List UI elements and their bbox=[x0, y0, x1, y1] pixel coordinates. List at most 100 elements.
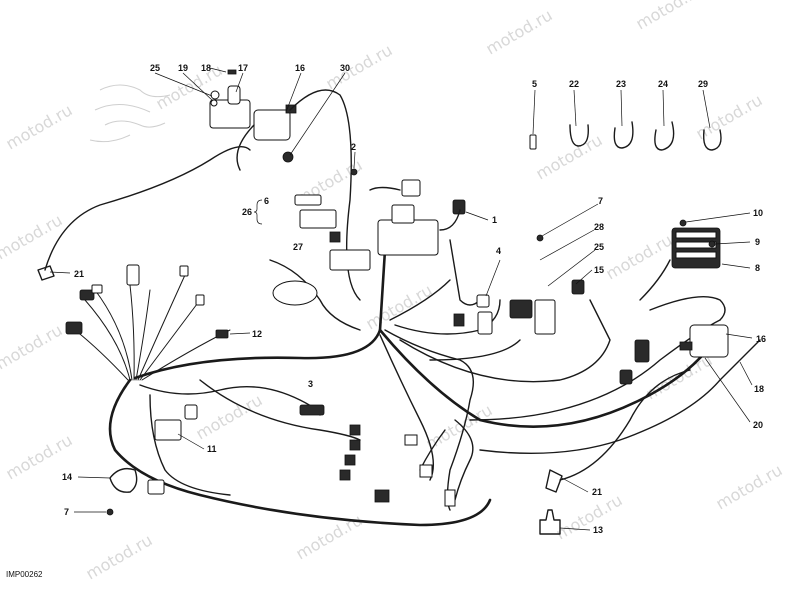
connector bbox=[79, 289, 95, 301]
watermark: motod.ru bbox=[713, 460, 786, 513]
connector bbox=[65, 321, 83, 335]
watermark: motod.ru bbox=[0, 320, 66, 373]
fuse-5 bbox=[529, 134, 537, 150]
watermark: motod.ru bbox=[533, 130, 606, 183]
relay bbox=[391, 204, 415, 224]
callout-19: 19 bbox=[178, 63, 188, 73]
regulator-fin bbox=[675, 231, 717, 239]
callout-12: 12 bbox=[252, 329, 262, 339]
harness-branch bbox=[479, 339, 761, 455]
connector bbox=[404, 434, 418, 446]
spark-plug-13 bbox=[539, 509, 561, 535]
watermark: motod.ru bbox=[553, 490, 626, 543]
connector bbox=[184, 404, 198, 420]
callout-28: 28 bbox=[594, 222, 604, 232]
regulator-fin bbox=[675, 251, 717, 259]
watermark: motod.ru bbox=[633, 0, 706, 33]
harness-branch bbox=[149, 394, 231, 496]
callout-14: 14 bbox=[62, 472, 72, 482]
connector bbox=[126, 264, 140, 286]
callout-21: 21 bbox=[592, 487, 602, 497]
connector bbox=[339, 469, 351, 481]
callout-18: 18 bbox=[754, 384, 764, 394]
connector bbox=[215, 329, 229, 339]
callout-labels: 25 19 18 17 16 30 5 22 23 24 29 2 7 1 6 … bbox=[62, 63, 766, 535]
starter-relay-leads bbox=[269, 259, 361, 331]
callout-26: 26 bbox=[242, 207, 252, 217]
callout-24: 24 bbox=[658, 79, 668, 89]
screw-9 bbox=[708, 240, 716, 248]
callout-25: 25 bbox=[594, 242, 604, 252]
callout-4: 4 bbox=[496, 246, 501, 256]
watermark: motod.ru bbox=[0, 210, 66, 263]
connector bbox=[634, 339, 650, 363]
callout-3: 3 bbox=[308, 379, 313, 389]
regulator-fin bbox=[675, 241, 717, 249]
callout-20: 20 bbox=[753, 420, 763, 430]
screw-10 bbox=[679, 219, 687, 227]
connector bbox=[344, 454, 356, 466]
callout-30: 30 bbox=[340, 63, 350, 73]
starter-motor-sketch bbox=[272, 280, 318, 306]
callout-22: 22 bbox=[569, 79, 579, 89]
watermark: motod.ru bbox=[363, 280, 436, 333]
harness-branch bbox=[384, 329, 474, 511]
group-bracket-26 bbox=[253, 199, 263, 225]
callout-1: 1 bbox=[492, 215, 497, 225]
harness-branch bbox=[639, 259, 671, 301]
callout-13: 13 bbox=[593, 525, 603, 535]
callout-7: 7 bbox=[64, 507, 69, 517]
connector bbox=[349, 424, 361, 436]
horn-14 bbox=[109, 467, 138, 493]
callout-16: 16 bbox=[295, 63, 305, 73]
connector bbox=[195, 294, 205, 306]
plug-21-boot bbox=[545, 469, 563, 493]
fuse-box-assembly bbox=[269, 168, 481, 331]
watermark: motod.ru bbox=[83, 530, 156, 583]
watermark: motod.ru bbox=[483, 5, 556, 58]
right-components bbox=[453, 219, 729, 535]
connector bbox=[477, 311, 493, 335]
coil-terminal bbox=[679, 341, 693, 351]
callout-11: 11 bbox=[207, 444, 217, 454]
connector bbox=[374, 489, 390, 503]
callout-23: 23 bbox=[616, 79, 626, 89]
callout-7: 7 bbox=[598, 196, 603, 206]
harness-branch bbox=[379, 334, 435, 481]
cable-clip-22 bbox=[569, 124, 589, 147]
watermark: motod.ru bbox=[323, 40, 396, 93]
callout-9: 9 bbox=[755, 237, 760, 247]
cable-clip-24 bbox=[654, 121, 675, 151]
callout-21: 21 bbox=[74, 269, 84, 279]
harness-branch bbox=[399, 299, 611, 383]
callout-6: 6 bbox=[264, 196, 269, 206]
connector bbox=[91, 284, 103, 294]
callout-5: 5 bbox=[532, 79, 537, 89]
connector bbox=[179, 265, 189, 277]
bracket bbox=[329, 249, 371, 271]
left-wire-fan bbox=[37, 146, 251, 381]
callout-17: 17 bbox=[238, 63, 248, 73]
harness-trunk-main bbox=[133, 248, 387, 380]
connector bbox=[476, 294, 490, 308]
hv-lead-20 bbox=[559, 369, 691, 481]
coil-bracket-boss bbox=[227, 85, 241, 105]
lower-connectors bbox=[106, 404, 456, 516]
connector bbox=[299, 404, 325, 416]
cable-clip-29 bbox=[702, 129, 722, 151]
leader-lines bbox=[49, 67, 753, 531]
callout-29: 29 bbox=[698, 79, 708, 89]
watermark: motod.ru bbox=[603, 230, 676, 283]
ignition-coil-right bbox=[689, 324, 729, 358]
callout-8: 8 bbox=[755, 263, 760, 273]
harness-branch bbox=[389, 279, 451, 321]
connector bbox=[444, 489, 456, 507]
connector bbox=[571, 279, 585, 295]
callout-27: 27 bbox=[293, 242, 303, 252]
small-parts-row bbox=[529, 121, 722, 151]
component-6 bbox=[294, 194, 322, 206]
faint-engine-sketch bbox=[89, 84, 171, 143]
callout-18: 18 bbox=[201, 63, 211, 73]
fuse-box-lead bbox=[449, 239, 481, 306]
